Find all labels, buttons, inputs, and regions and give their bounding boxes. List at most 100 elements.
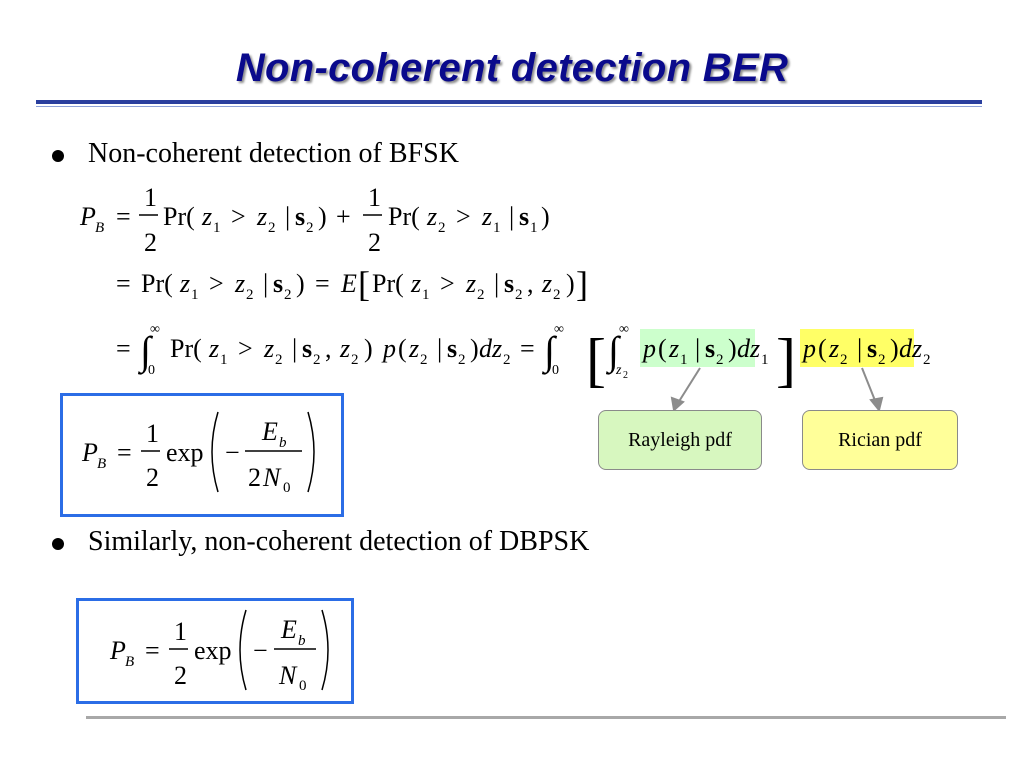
svg-text:2: 2	[553, 287, 561, 303]
svg-text:]: ]	[776, 327, 796, 393]
svg-text:|: |	[285, 202, 290, 231]
svg-text:p: p	[801, 334, 816, 363]
svg-text:2: 2	[716, 352, 724, 368]
callout-arrows	[670, 367, 884, 413]
svg-text:z: z	[749, 334, 760, 363]
svg-text:z: z	[179, 269, 190, 298]
svg-text:Pr(: Pr(	[163, 202, 195, 231]
svg-text:z: z	[615, 363, 622, 378]
svg-text:b: b	[279, 435, 287, 451]
svg-text:d: d	[899, 334, 913, 363]
svg-text:|: |	[263, 269, 268, 298]
svg-text:2: 2	[923, 352, 931, 368]
svg-text:P: P	[81, 438, 98, 467]
svg-text:2: 2	[458, 352, 466, 368]
svg-text:2: 2	[275, 352, 283, 368]
svg-text:): )	[364, 334, 373, 363]
svg-text:1: 1	[493, 220, 501, 236]
svg-text:2: 2	[503, 352, 511, 368]
svg-text:0: 0	[299, 678, 307, 694]
svg-text:2: 2	[174, 661, 187, 690]
svg-text:d: d	[737, 334, 751, 363]
svg-text:2: 2	[144, 228, 157, 257]
svg-text:exp: exp	[194, 636, 232, 665]
svg-text:[: [	[586, 327, 606, 393]
svg-text:1: 1	[680, 352, 688, 368]
svg-text:z: z	[234, 269, 245, 298]
svg-text:Pr(: Pr(	[372, 269, 404, 298]
svg-text:s: s	[705, 334, 715, 363]
svg-text:>: >	[238, 334, 253, 363]
svg-text:z: z	[408, 334, 419, 363]
svg-text:): )	[470, 334, 479, 363]
svg-text:∫: ∫	[137, 328, 154, 375]
svg-text:Pr(: Pr(	[141, 269, 173, 298]
svg-text:+: +	[336, 202, 351, 231]
svg-text:[: [	[358, 264, 370, 304]
svg-text:2: 2	[515, 287, 523, 303]
svg-text:|: |	[857, 334, 862, 363]
rician-arrowhead-icon	[869, 396, 884, 413]
bullet-text: Similarly, non-coherent detection of DBP…	[88, 526, 590, 557]
svg-text:z: z	[426, 202, 437, 231]
svg-text:=: =	[145, 636, 160, 665]
svg-text:2: 2	[368, 228, 381, 257]
svg-text:s: s	[302, 334, 312, 363]
svg-text:P: P	[109, 636, 126, 665]
equation-line-3: = ∫ ∞ 0 Pr( z 1 > z 2 | s 2 , z 2 ) p ( …	[116, 322, 931, 393]
svg-text:Pr(: Pr(	[170, 334, 202, 363]
svg-text:,: ,	[325, 334, 332, 363]
slide-title: Non-coherent detection BER	[235, 46, 789, 90]
svg-text:|: |	[437, 334, 442, 363]
dbpsk-result: P B = 1 2 exp − E b N 0	[109, 609, 329, 694]
svg-text:=: =	[315, 269, 330, 298]
equation-line-1: P B = 1 2 Pr( z 1 > z 2 | s 2 ) + 1 2 Pr…	[79, 183, 550, 257]
svg-text:s: s	[519, 202, 529, 231]
svg-text:z: z	[208, 334, 219, 363]
svg-text:z: z	[668, 334, 679, 363]
svg-text:N: N	[262, 463, 282, 492]
bullet-text: Non-coherent detection of BFSK	[88, 138, 459, 169]
svg-text:2: 2	[246, 287, 254, 303]
svg-text:|: |	[292, 334, 297, 363]
svg-text:): )	[728, 334, 737, 363]
svg-text:>: >	[456, 202, 471, 231]
svg-text:2: 2	[268, 220, 276, 236]
svg-text:∞: ∞	[619, 322, 629, 337]
svg-text:z: z	[491, 334, 502, 363]
svg-text:E: E	[340, 269, 357, 298]
svg-text:0: 0	[148, 363, 155, 378]
svg-text:=: =	[116, 269, 131, 298]
svg-text:z: z	[263, 334, 274, 363]
svg-text:2: 2	[420, 352, 428, 368]
svg-text:=: =	[520, 334, 535, 363]
svg-text:1: 1	[530, 220, 538, 236]
svg-text:E: E	[280, 615, 297, 644]
svg-text:|: |	[695, 334, 700, 363]
svg-text:exp: exp	[166, 438, 204, 467]
svg-text:B: B	[125, 654, 134, 670]
rician-callout: Rician pdf	[802, 410, 958, 470]
svg-text:p: p	[381, 334, 396, 363]
svg-text:): )	[296, 269, 305, 298]
svg-text:s: s	[504, 269, 514, 298]
svg-text:1: 1	[213, 220, 221, 236]
svg-text:−: −	[253, 636, 268, 665]
svg-text:Pr(: Pr(	[388, 202, 420, 231]
svg-text:∫: ∫	[541, 328, 558, 375]
svg-text:]: ]	[576, 264, 588, 304]
svg-text:s: s	[867, 334, 877, 363]
bullet-dot-icon	[52, 150, 64, 162]
svg-text:1: 1	[368, 183, 381, 212]
svg-text:1: 1	[146, 419, 159, 448]
svg-text:(: (	[818, 334, 827, 363]
svg-text:1: 1	[144, 183, 157, 212]
svg-text:|: |	[509, 202, 514, 231]
svg-text:B: B	[95, 220, 104, 236]
svg-text:2: 2	[146, 463, 159, 492]
svg-text:z: z	[541, 269, 552, 298]
title-rule-thin	[36, 106, 982, 107]
svg-text:1: 1	[174, 617, 187, 646]
svg-text:2: 2	[477, 287, 485, 303]
